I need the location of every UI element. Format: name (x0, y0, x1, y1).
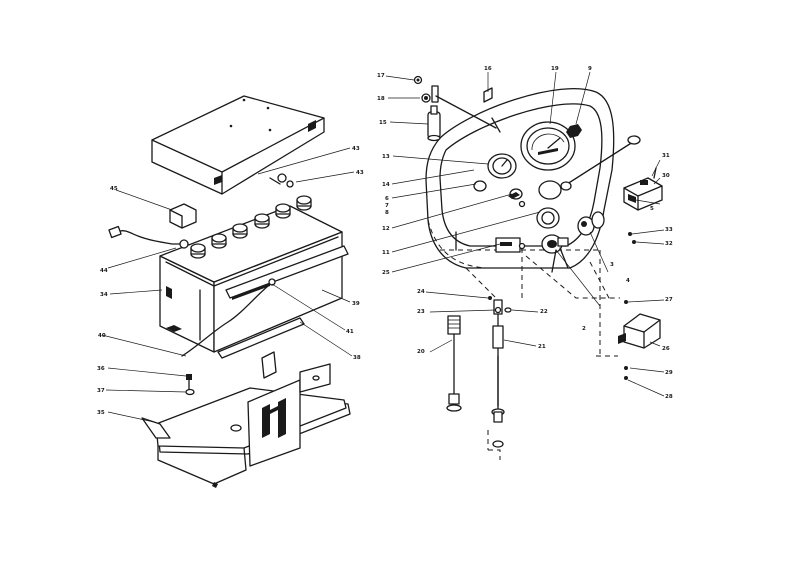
callout-27: 27 (665, 297, 673, 303)
callout-37: 37 (97, 388, 105, 394)
lamp-bracket (435, 87, 501, 133)
right-leader-lines (385, 71, 665, 397)
flasher-unit (618, 313, 661, 349)
callout-labels: 43 43 45 44 34 39 41 40 38 36 37 35 17 1… (97, 66, 673, 416)
callout-34: 34 (100, 292, 108, 298)
callout-15: 15 (379, 120, 387, 126)
callout-32: 32 (665, 241, 673, 247)
callout-43: 43 (352, 146, 360, 152)
ground-cable (181, 285, 269, 357)
battery-tray (141, 351, 351, 488)
fuse-holder (495, 237, 526, 253)
callout-12: 12 (382, 226, 390, 232)
callout-45: 45 (110, 186, 118, 192)
callout-16: 16 (484, 66, 492, 72)
callout-5: 5 (650, 206, 654, 212)
callout-3: 3 (610, 262, 614, 268)
battery-cover (151, 95, 325, 195)
callout-41: 41 (346, 329, 354, 335)
hold-down-bar (225, 245, 349, 299)
callout-24: 24 (417, 289, 425, 295)
bulb-holder (427, 105, 441, 142)
ignition-switch (541, 234, 569, 273)
callout-40: 40 (98, 333, 106, 339)
callout-25: 25 (382, 270, 390, 276)
callout-20: 20 (417, 349, 425, 355)
left-leader-lines (101, 147, 355, 423)
callout-8: 8 (385, 210, 389, 216)
callout-14: 14 (382, 182, 390, 188)
battery-cable (108, 225, 189, 249)
callout-39: 39 (352, 301, 360, 307)
callout-29: 29 (665, 370, 673, 376)
callout-28: 28 (665, 394, 673, 400)
temperature-gauge (487, 153, 517, 179)
speedometer-gauge (520, 121, 576, 171)
tray-washer (185, 388, 195, 396)
callout-43: 43 (356, 170, 364, 176)
terminal-clamps (269, 173, 294, 188)
callout-22: 22 (540, 309, 548, 315)
relay (623, 167, 663, 211)
callout-38: 38 (353, 355, 361, 361)
callout-4: 4 (626, 278, 630, 284)
retaining-strap (217, 317, 305, 359)
tray-bolt (186, 374, 192, 391)
callout-33: 33 (665, 227, 673, 233)
callout-9: 9 (588, 66, 592, 72)
washer-and-bulb (413, 75, 439, 103)
callout-44: 44 (100, 268, 108, 274)
callout-21: 21 (538, 344, 546, 350)
oil-pressure-gauge (536, 207, 560, 229)
callout-26: 26 (662, 346, 670, 352)
callout-31: 31 (662, 153, 670, 159)
callout-23: 23 (417, 309, 425, 315)
callout-13: 13 (382, 154, 390, 160)
throttle-lever (560, 135, 641, 191)
callout-18: 18 (377, 96, 385, 102)
panel-opening (538, 180, 562, 200)
speedometer-cable (491, 299, 505, 448)
callout-30: 30 (662, 173, 670, 179)
callout-17: 17 (377, 73, 385, 79)
drive-cable (446, 315, 462, 412)
callout-6: 6 (385, 196, 389, 202)
indicator-lamp (473, 180, 487, 192)
assembly-lines (465, 248, 620, 460)
callout-19: 19 (551, 66, 559, 72)
callout-35: 35 (97, 410, 105, 416)
callout-11: 11 (382, 250, 390, 256)
cable-nut (488, 296, 492, 300)
callout-36: 36 (97, 366, 105, 372)
callout-2: 2 (582, 326, 586, 332)
callout-7: 7 (385, 203, 389, 209)
light-switch (577, 211, 605, 236)
mounting-nut (566, 124, 582, 138)
cable-washer (494, 306, 502, 314)
cell-caps (190, 195, 312, 259)
clamp-bracket (169, 203, 197, 229)
